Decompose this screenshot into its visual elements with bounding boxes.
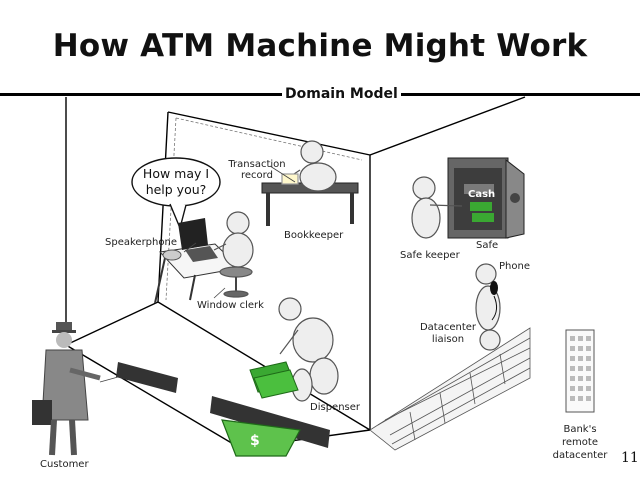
datacenter-building-icon xyxy=(565,329,595,413)
safe-label: Safe xyxy=(476,240,498,251)
safe-keeper-figure xyxy=(411,176,463,239)
bookkeeper-label: Bookkeeper xyxy=(284,230,344,241)
safe-icon: Cash xyxy=(447,157,525,239)
window-frame xyxy=(165,117,363,301)
cash-stack-icon xyxy=(249,361,299,399)
transaction-record-label-2: record xyxy=(241,170,273,181)
speakerphone-label: Speakerphone xyxy=(105,237,177,248)
bubble-line-1: How may I xyxy=(143,166,209,181)
datacenter-liaison-label-2: liaison xyxy=(432,334,464,345)
banks-remote-label-2: remote xyxy=(562,437,598,448)
speakerphone-icon xyxy=(162,249,182,261)
safe-keeper-label: Safe keeper xyxy=(400,250,461,261)
svg-text:$: $ xyxy=(250,433,260,449)
customer-figure xyxy=(32,322,101,456)
customer-label: Customer xyxy=(40,459,89,470)
pointer-lines xyxy=(99,165,296,383)
bubble-line-2: help you? xyxy=(146,182,207,197)
speech-bubble: How may I help you? xyxy=(131,157,221,231)
atm-cash-slot xyxy=(210,396,330,448)
brick-wall xyxy=(369,327,531,451)
page-number: 11 xyxy=(621,450,639,466)
computer-icon xyxy=(178,218,218,262)
atm-card-slot xyxy=(116,362,178,393)
banks-remote-label-3: datacenter xyxy=(553,450,609,461)
bookkeeper-figure xyxy=(281,140,337,192)
diagram-subtitle: Domain Model xyxy=(282,86,401,102)
phone-icon xyxy=(490,281,498,321)
dispenser-figure xyxy=(278,297,339,402)
window-clerk-figure xyxy=(213,211,254,298)
slide-title: How ATM Machine Might Work xyxy=(52,28,588,64)
transaction-record-label-1: Transaction xyxy=(227,159,285,170)
dollar-bill-icon: $ xyxy=(221,419,301,457)
window-clerk-label: Window clerk xyxy=(197,300,264,311)
cash-label: Cash xyxy=(468,189,495,200)
phone-label: Phone xyxy=(499,261,530,272)
banks-remote-label-1: Bank's xyxy=(563,424,596,435)
datacenter-liaison-label-1: Datacenter xyxy=(420,322,477,333)
dispenser-label: Dispenser xyxy=(310,402,361,413)
